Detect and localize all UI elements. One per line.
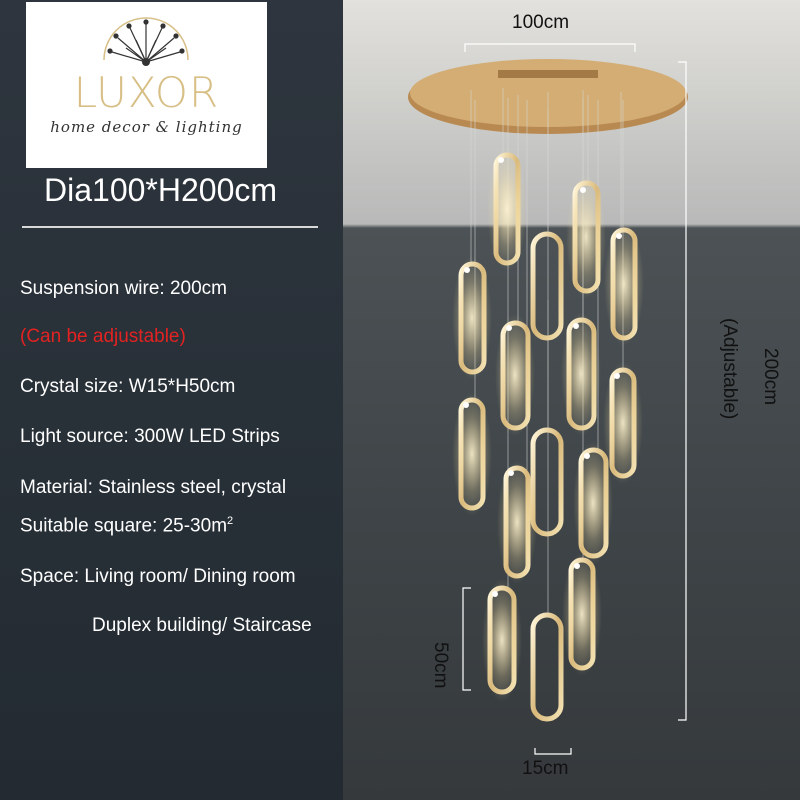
chandelier-photo: 100cm 200cm (Adjustable) 50cm 15cm — [343, 0, 800, 800]
spec-adjustable-note: (Can be adjustable) — [20, 326, 186, 347]
dimension-height: 200cm — [760, 348, 781, 406]
dimension-top-width: 100cm — [512, 12, 570, 33]
spec-light-source: Light source: 300W LED Strips — [20, 426, 280, 447]
divider — [22, 226, 318, 228]
spec-suitable-square: Suitable square: 25-30m2 — [20, 515, 233, 537]
dimension-pendant-height: 50cm — [430, 642, 451, 689]
spec-space: Space: Living room/ Dining room — [20, 566, 296, 587]
dimension-pendant-width: 15cm — [522, 758, 569, 779]
dimensions-headline: Dia100*H200cm — [44, 172, 278, 208]
spec-space-continued: Duplex building/ Staircase — [92, 615, 312, 636]
dandelion-logo-icon — [103, 17, 189, 66]
spec-square-superscript: 2 — [227, 515, 234, 527]
spec-crystal-size: Crystal size: W15*H50cm — [20, 376, 236, 397]
brand-tagline: home decor & lighting — [50, 118, 243, 136]
brand-logo: LUXOR home decor & lighting — [26, 2, 267, 168]
brand-name: LUXOR — [73, 68, 220, 117]
spec-material: Material: Stainless steel, crystal — [20, 477, 287, 498]
dimension-height-note: (Adjustable) — [719, 318, 740, 420]
spec-suspension-wire: Suspension wire: 200cm — [20, 278, 227, 299]
spec-suitable-square-text: Suitable square: 25-30m — [20, 515, 228, 537]
chandelier-illustration — [408, 43, 688, 755]
